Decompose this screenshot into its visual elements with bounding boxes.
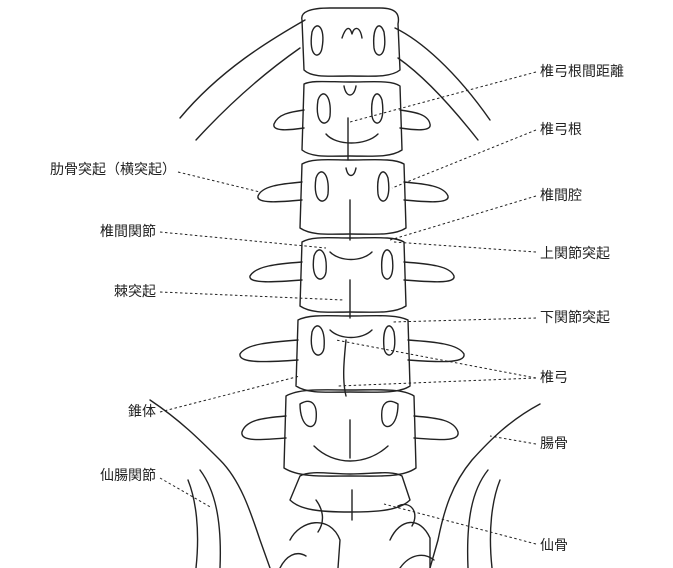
leader-intervertebral-foramen bbox=[390, 196, 536, 240]
label-lamina: 椎弓 bbox=[540, 370, 568, 386]
leader-sacrum bbox=[384, 504, 536, 544]
leader-costal-process bbox=[178, 172, 260, 192]
leader-pedicle bbox=[392, 130, 536, 188]
label-intervertebral-foramen: 椎間腔 bbox=[540, 188, 582, 204]
leader-pedicle-distance bbox=[350, 72, 536, 122]
leader-inferior-articular-process bbox=[392, 318, 536, 322]
label-ilium: 腸骨 bbox=[540, 436, 568, 452]
leader-lamina-lower bbox=[338, 378, 536, 386]
leader-sacroiliac-joint bbox=[160, 478, 212, 508]
leader-spinous-process bbox=[160, 292, 344, 300]
label-sacroiliac-joint: 仙腸関節 bbox=[6, 468, 156, 484]
label-pedicle: 椎弓根 bbox=[540, 122, 582, 138]
label-facet-joint: 椎間関節 bbox=[6, 224, 156, 240]
label-inferior-articular-process: 下関節突起 bbox=[540, 310, 610, 326]
label-spinous-process: 棘突起 bbox=[6, 284, 156, 300]
leader-vertebral-body bbox=[160, 376, 300, 412]
leader-superior-articular-process bbox=[394, 242, 536, 252]
leader-lamina-upper bbox=[336, 340, 536, 378]
label-costal-process: 肋骨突起（横突起） bbox=[6, 162, 176, 178]
leader-facet-joint bbox=[160, 232, 326, 248]
label-vertebral-body: 錐体 bbox=[6, 404, 156, 420]
label-sacrum: 仙骨 bbox=[540, 538, 568, 554]
leader-ilium bbox=[490, 436, 536, 444]
label-superior-articular-process: 上関節突起 bbox=[540, 246, 610, 262]
label-pedicle-distance: 椎弓根間距離 bbox=[540, 64, 624, 80]
